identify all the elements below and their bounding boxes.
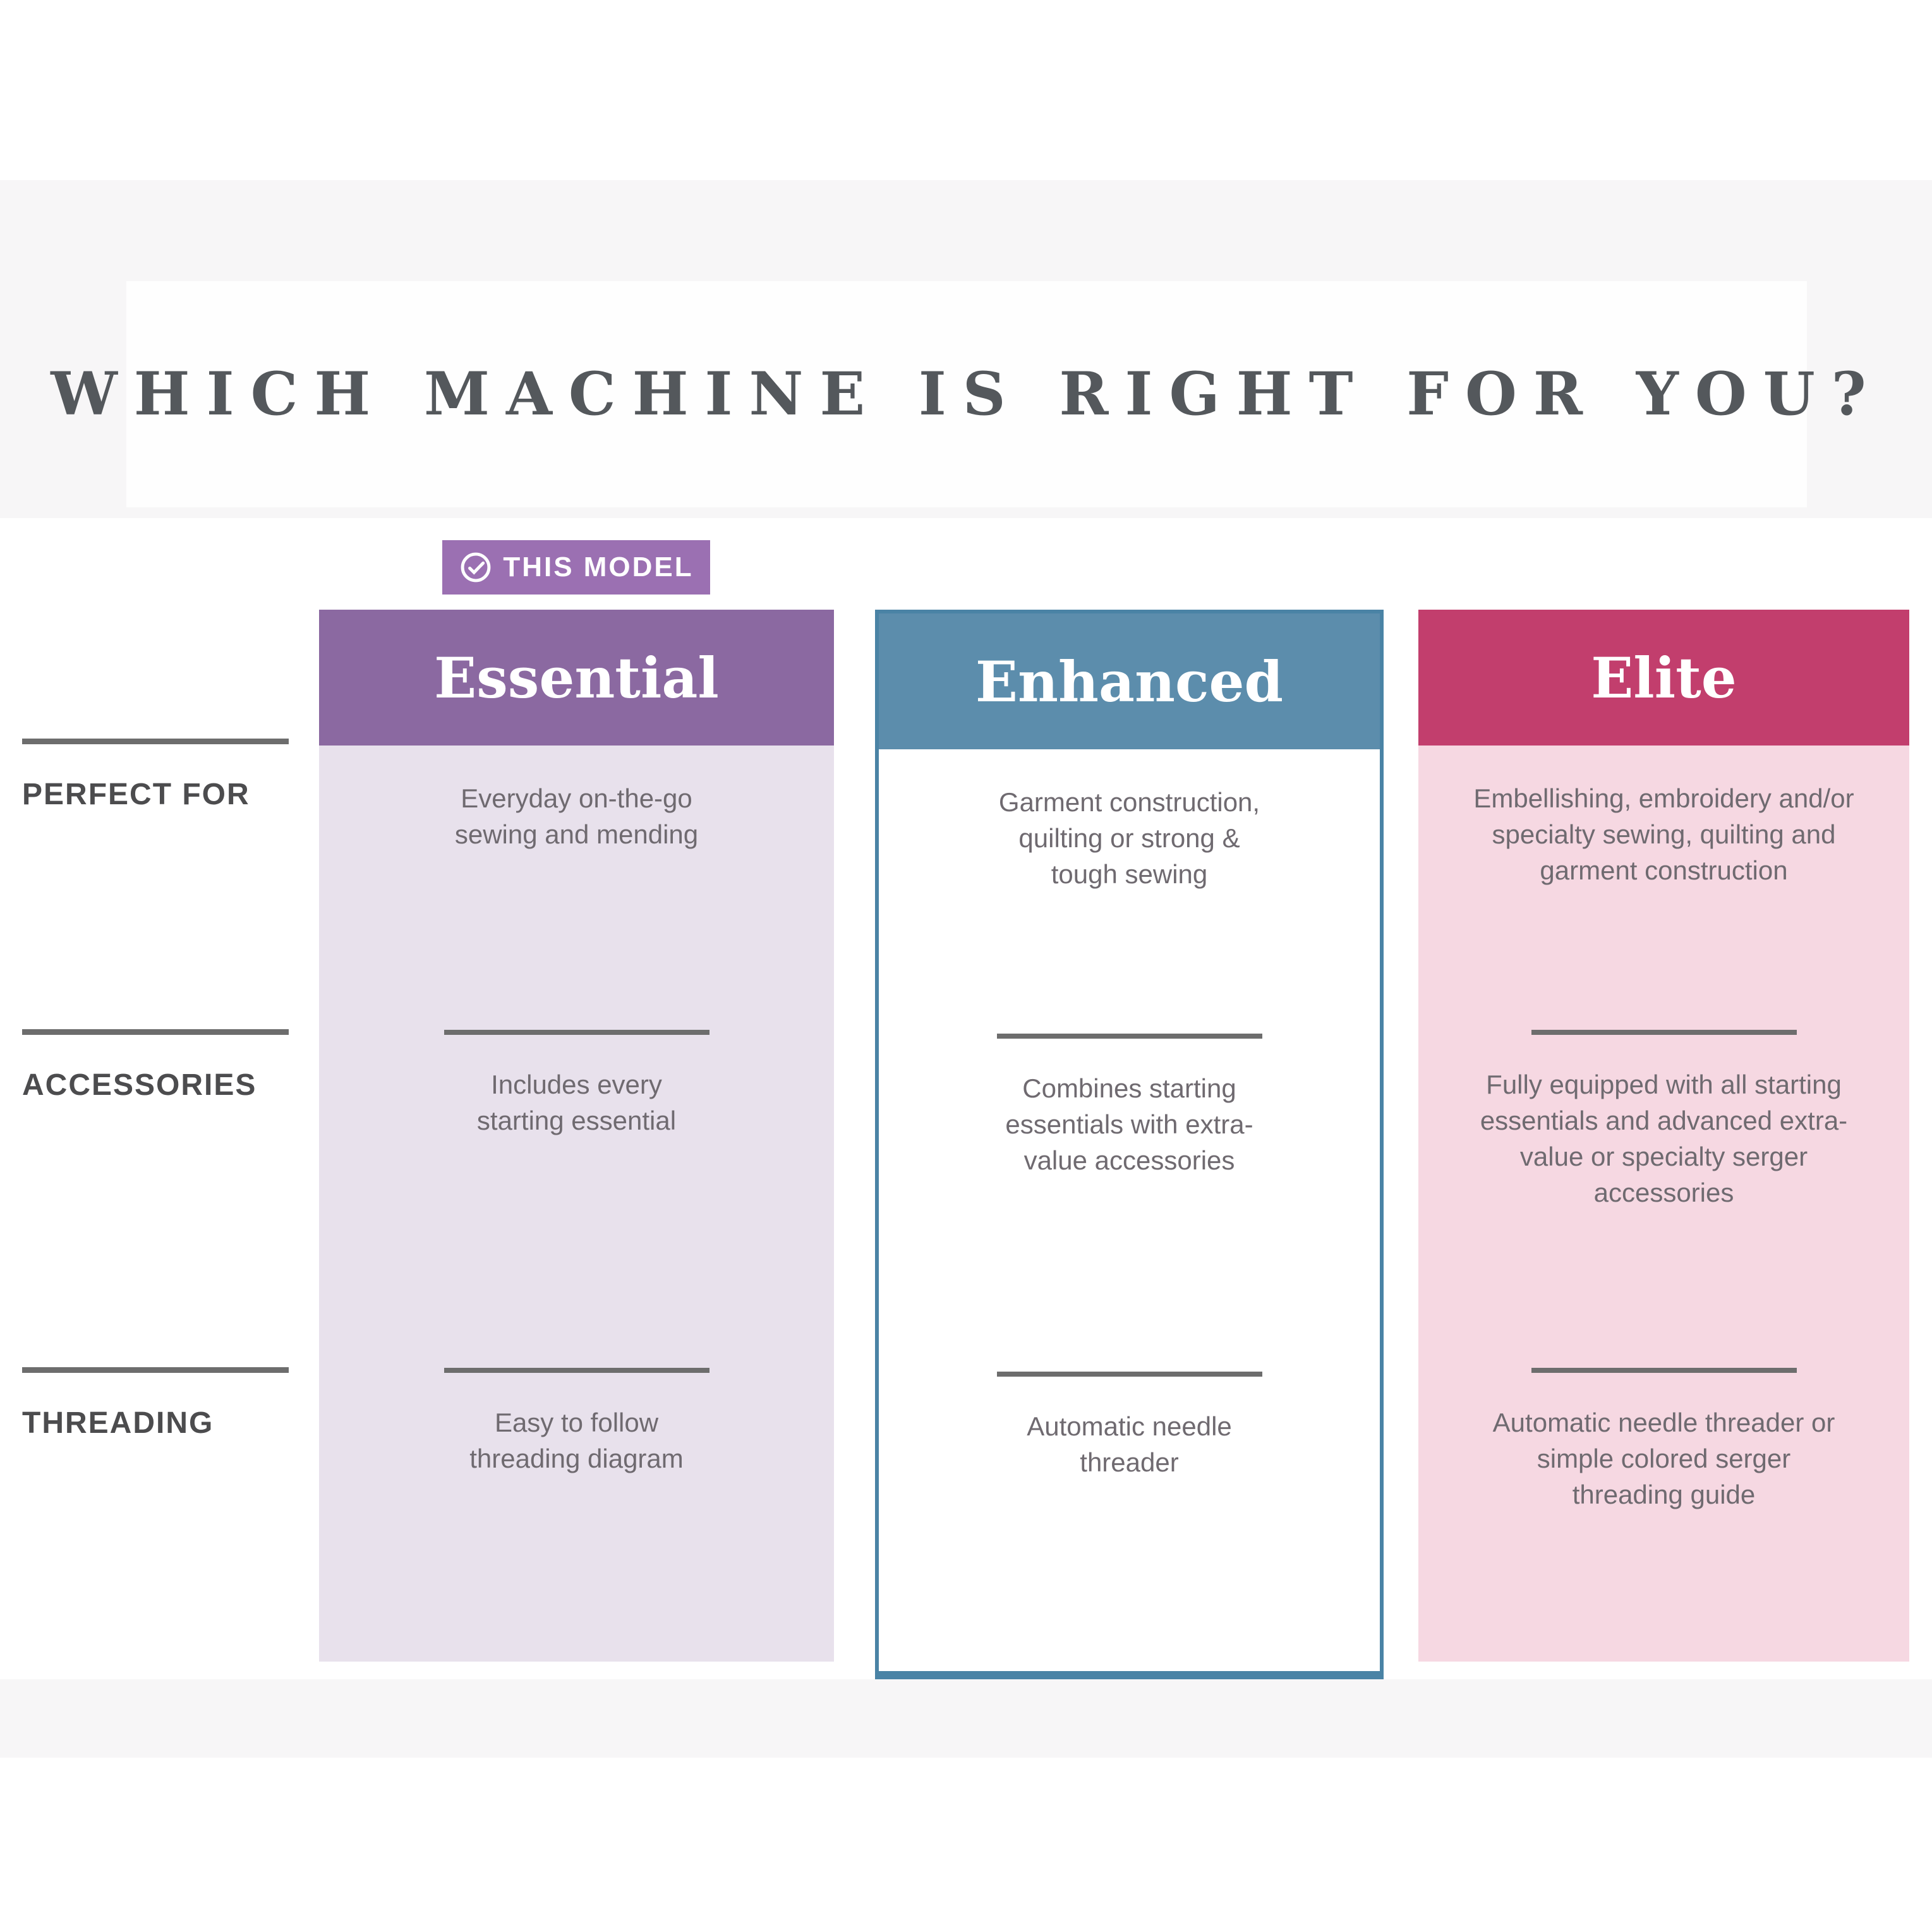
row-label-accessories: ACCESSORIES [22,1029,289,1102]
elite-accessories-cell: Fully equipped with all starting essenti… [1480,1070,1848,1208]
page-title: WHICH MACHINE IS RIGHT FOR YOU? [51,359,1883,429]
column-essential-header: Essential [319,610,834,746]
column-elite-title: Elite [1591,644,1737,711]
row-label-perfect-for: PERFECT FOR [22,739,289,812]
this-model-badge-label: THIS MODEL [503,552,694,583]
enhanced-threading-cell: Automatic needle threader [1027,1411,1232,1478]
elite-threading-cell: Automatic needle threader or simple colo… [1492,1408,1835,1510]
check-circle-icon [459,550,493,584]
column-enhanced: Enhanced Garment construction, quilting … [875,610,1384,1682]
elite-perfect-for-cell: Embellishing, embroidery and/or specialt… [1473,783,1854,886]
column-essential: Essential Everyday on-the-go sewing and … [319,610,834,1662]
divider-line [444,1030,709,1035]
essential-accessories-cell: Includes every starting essential [476,1070,677,1136]
column-enhanced-header: Enhanced [879,613,1380,749]
column-essential-title: Essential [434,644,719,711]
enhanced-accessories-cell: Combines starting essentials with extra-… [1005,1073,1253,1176]
bottom-background-band [0,1679,1932,1758]
essential-perfect-for-cell: Everyday on-the-go sewing and mending [454,783,699,850]
column-elite-body: Embellishing, embroidery and/or specialt… [1418,746,1909,1662]
title-bar: WHICH MACHINE IS RIGHT FOR YOU? [51,281,1866,507]
column-essential-body: Everyday on-the-go sewing and mending In… [319,746,834,1662]
essential-threading-cell: Easy to follow threading diagram [469,1408,684,1474]
divider-line [996,1372,1262,1377]
divider-line [1531,1030,1797,1035]
divider-line [996,1034,1262,1039]
divider-line [1531,1368,1797,1373]
column-elite-header: Elite [1418,610,1909,746]
enhanced-perfect-for-cell: Garment construction, quilting or strong… [998,787,1260,890]
column-elite: Elite Embellishing, embroidery and/or sp… [1418,610,1909,1662]
this-model-badge: THIS MODEL [442,540,710,595]
column-enhanced-title: Enhanced [975,648,1284,715]
column-enhanced-body: Garment construction, quilting or strong… [879,749,1380,1670]
row-label-threading: THREADING [22,1367,289,1440]
divider-line [444,1368,709,1373]
